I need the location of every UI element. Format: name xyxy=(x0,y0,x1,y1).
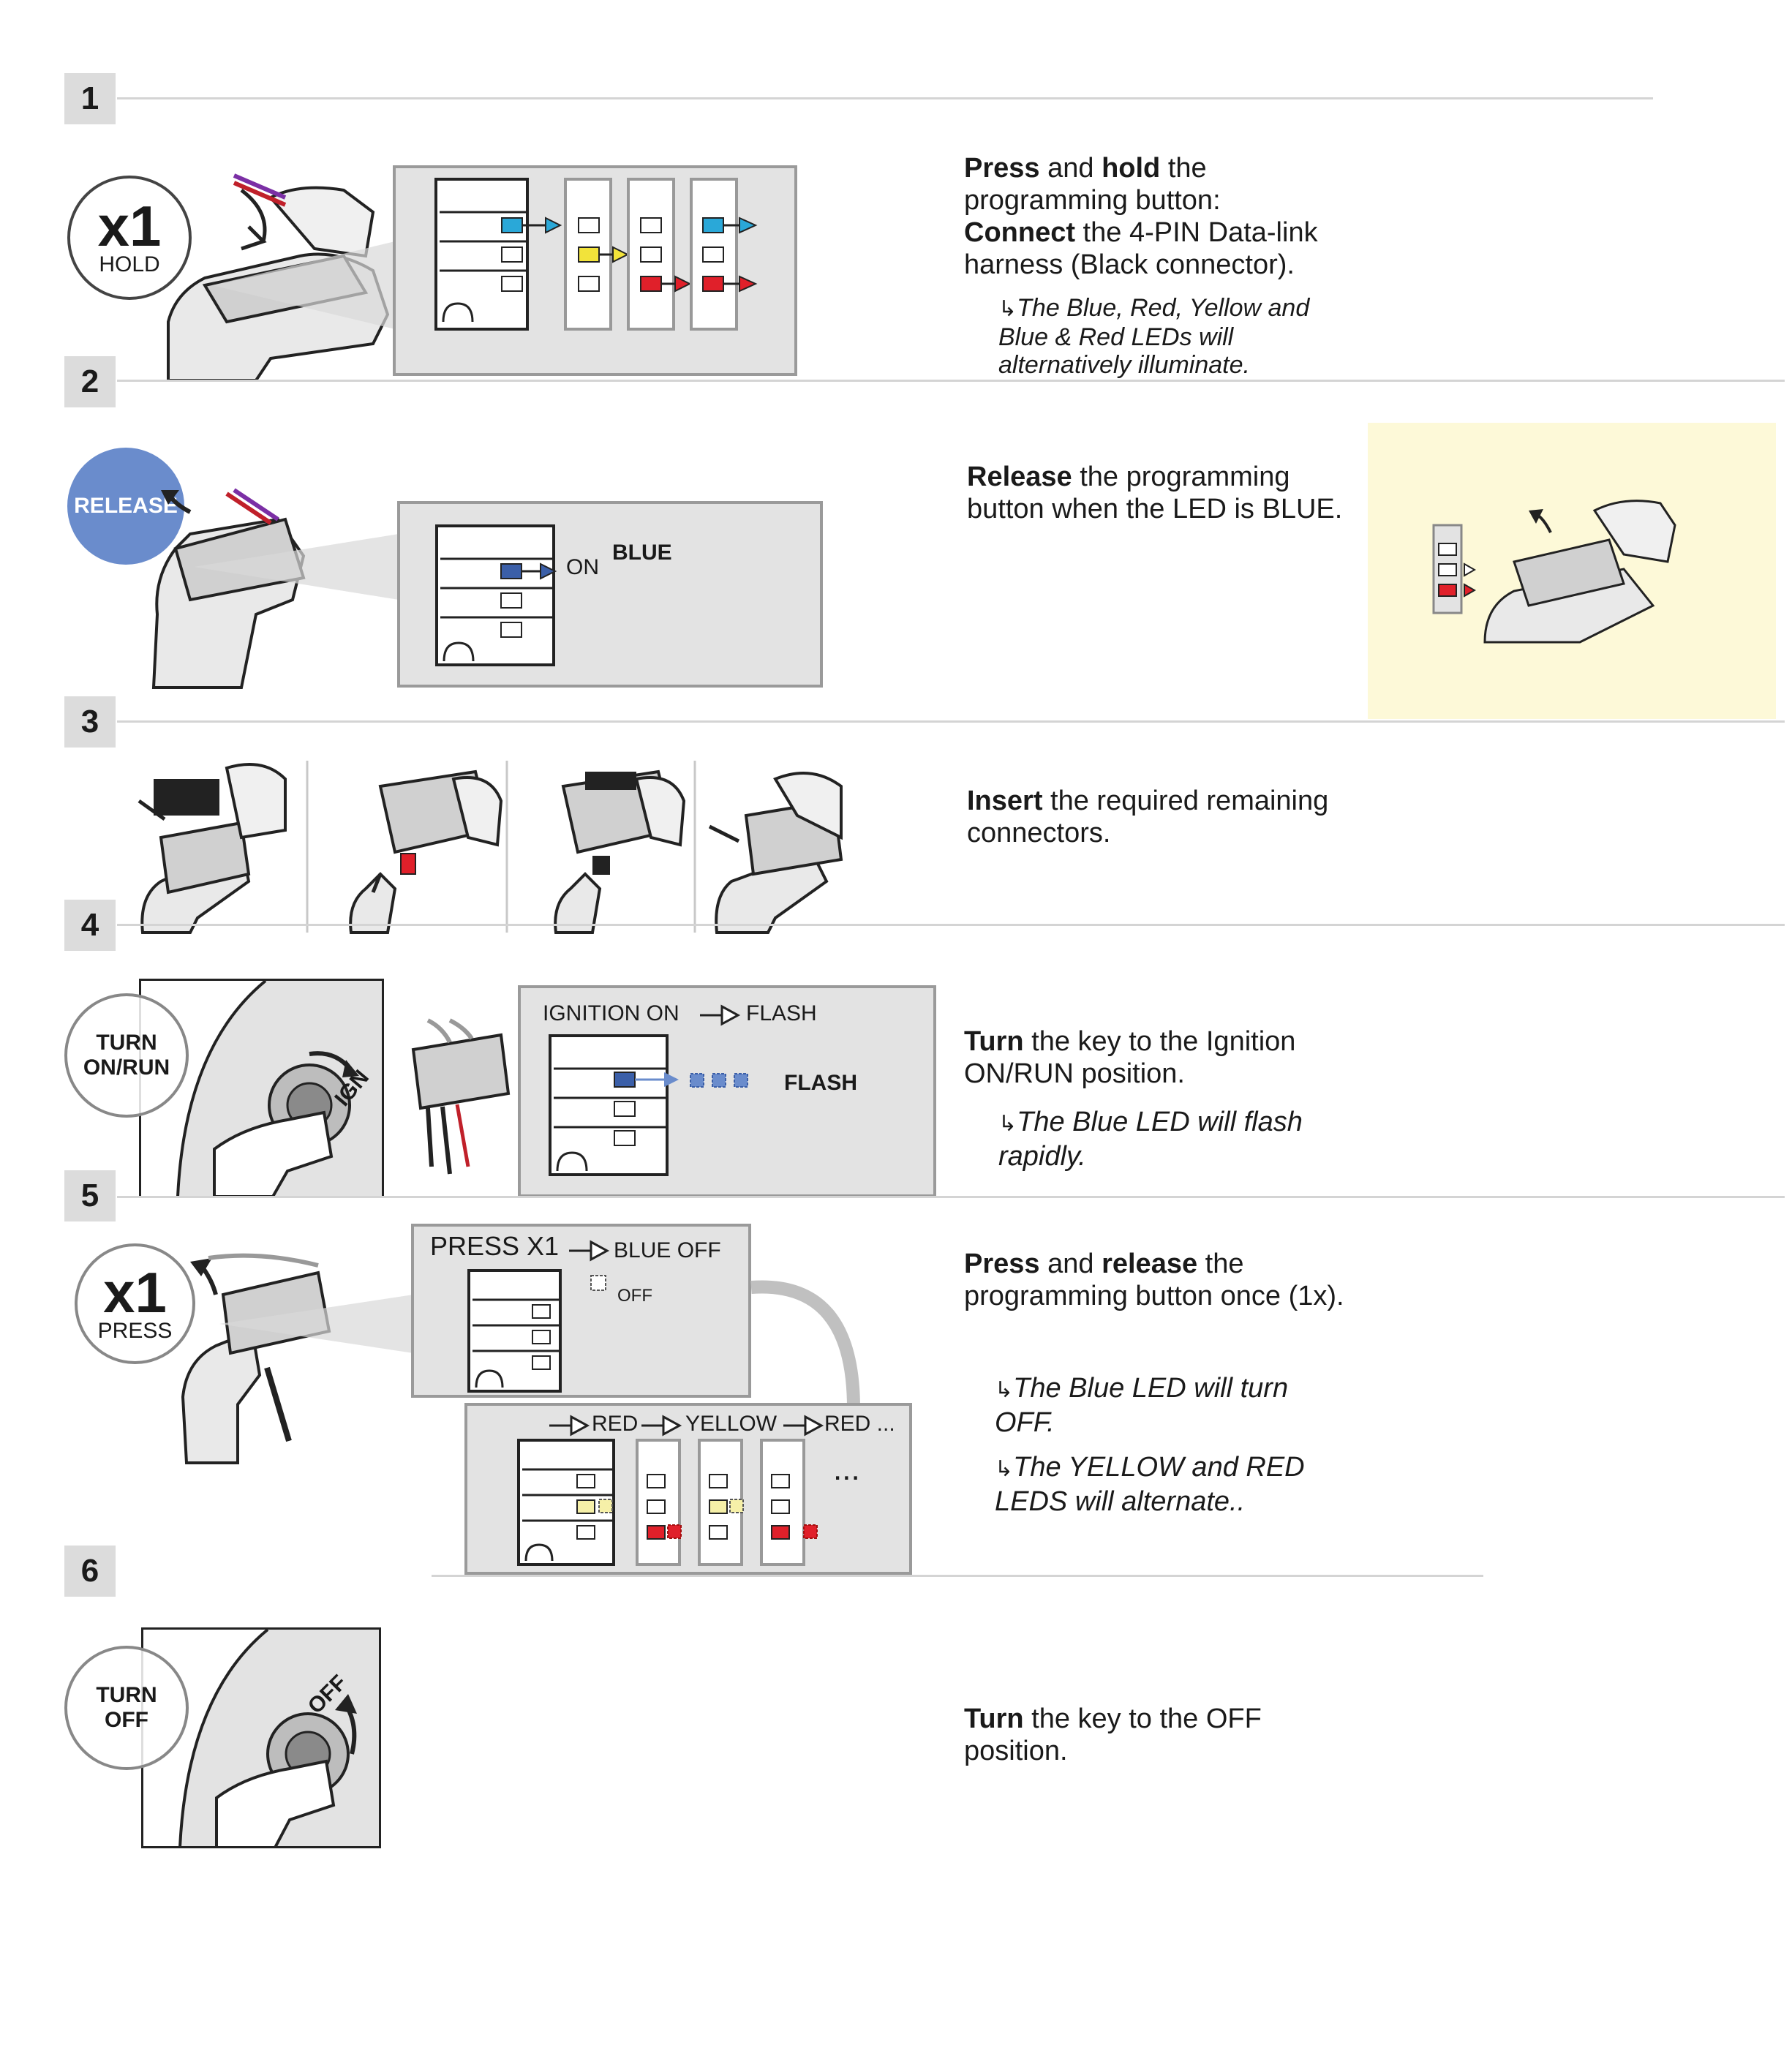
flash-head-label: FLASH xyxy=(746,1001,817,1025)
module-harness-illustration xyxy=(411,1018,511,1175)
ellipsis-label: ... xyxy=(833,1451,860,1487)
step-divider xyxy=(117,720,1785,723)
release-label: RELEASE xyxy=(74,494,178,518)
blue-flash-diagram xyxy=(549,1034,748,1176)
led-panel-step5-top: PRESS X1 BLUE OFF OFF xyxy=(411,1224,751,1398)
step-number-5: 5 xyxy=(64,1170,116,1221)
press-circle: x1 PRESS xyxy=(75,1243,195,1364)
ignition-off-illustration: OFF xyxy=(141,1627,381,1848)
turn-on-circle: TURN ON/RUN xyxy=(64,993,189,1118)
led-panel-step4: IGNITION ON FLASH FLASH xyxy=(518,985,936,1197)
step-divider xyxy=(432,1575,1483,1577)
flow-arrow xyxy=(569,1240,610,1262)
red-more-label: RED ... xyxy=(824,1412,895,1436)
step-number-4: 4 xyxy=(64,900,116,951)
hold-label: HOLD xyxy=(99,252,160,276)
flow-arrow xyxy=(783,1415,824,1437)
blue-off-label: BLUE OFF xyxy=(614,1238,721,1262)
press-x1-label: PRESS X1 xyxy=(430,1231,560,1261)
blue-label: BLUE xyxy=(612,541,672,565)
zoom-cone xyxy=(194,534,399,600)
connector-insert-illustrations xyxy=(138,761,843,934)
reference-highlight-box xyxy=(1368,423,1776,719)
connector-curve xyxy=(750,1280,860,1409)
flow-arrow xyxy=(641,1415,682,1437)
zoom-cone xyxy=(219,1295,413,1353)
flow-arrow xyxy=(700,1004,741,1026)
off-circle-label: OFF xyxy=(105,1708,148,1732)
step1-note: ↳The Blue, Red, Yellow and Blue & Red LE… xyxy=(998,294,1310,379)
step-number-1: 1 xyxy=(64,73,116,124)
hold-circle: x1 HOLD xyxy=(67,176,192,300)
hold-count: x1 xyxy=(97,194,162,258)
step-divider xyxy=(117,924,1785,926)
step-divider xyxy=(117,97,1653,99)
step5-note-2: ↳The YELLOW and RED LEDS will alternate.… xyxy=(995,1452,1305,1517)
turn-label: TURN xyxy=(96,1683,157,1707)
zoom-cone xyxy=(212,241,395,329)
led-panel-step5-bottom: RED YELLOW RED ... .. xyxy=(464,1403,912,1575)
led-panel-step2: ON BLUE xyxy=(397,501,823,688)
step5-note-1: ↳The Blue LED will turn OFF. xyxy=(995,1373,1289,1438)
led-panel-step1 xyxy=(393,165,797,376)
blue-on-diagram xyxy=(435,524,557,666)
turn-off-circle: TURN OFF xyxy=(64,1646,189,1770)
turn-label: TURN xyxy=(96,1031,157,1055)
blue-off-diagram xyxy=(467,1269,606,1393)
flash-label: FLASH xyxy=(784,1071,857,1095)
yellow-label: YELLOW xyxy=(685,1412,778,1436)
step4-note: ↳The Blue LED will flash rapidly. xyxy=(998,1107,1303,1172)
step-number-3: 3 xyxy=(64,696,116,748)
off-label: OFF xyxy=(617,1286,652,1306)
ignition-on-label: IGNITION ON xyxy=(543,1001,679,1025)
step-number-6: 6 xyxy=(64,1546,116,1597)
step3-instruction: Insert the required remaining connectors… xyxy=(967,786,1329,848)
led-sequence-diagram xyxy=(434,178,758,331)
yellow-red-diagram xyxy=(517,1439,818,1566)
reference-illustration xyxy=(1432,500,1676,644)
on-label: ON xyxy=(566,555,599,579)
step2-instruction: Release the programming button when the … xyxy=(967,462,1343,524)
step1-instruction: Press and hold the programming button: C… xyxy=(964,153,1318,280)
press-count: x1 xyxy=(103,1260,167,1325)
red-label: RED xyxy=(592,1412,639,1436)
step5-instruction: Press and release the programming button… xyxy=(964,1249,1344,1311)
step-number-2: 2 xyxy=(64,356,116,407)
step-divider xyxy=(117,380,1785,382)
hand-press-illustration xyxy=(181,1253,331,1464)
step6-instruction: Turn the key to the OFF position. xyxy=(964,1703,1262,1766)
press-label: PRESS xyxy=(97,1318,173,1343)
on-run-label: ON/RUN xyxy=(83,1055,170,1080)
step-divider xyxy=(117,1196,1785,1198)
step4-instruction: Turn the key to the Ignition ON/RUN posi… xyxy=(964,1026,1296,1089)
flow-arrow xyxy=(549,1415,590,1437)
